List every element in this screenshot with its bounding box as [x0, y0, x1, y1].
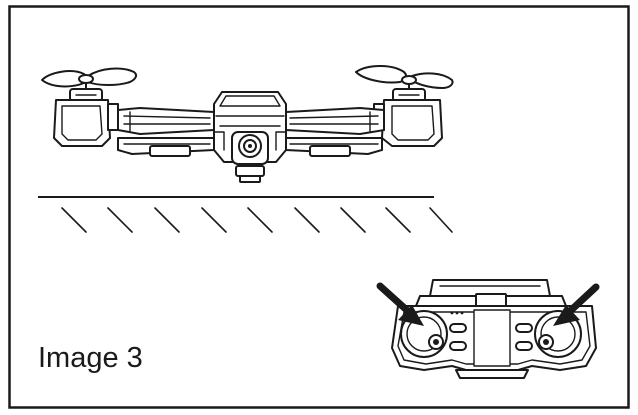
right-propeller — [355, 65, 454, 91]
remote-controller-illustration — [376, 279, 600, 379]
left-button-bottom — [449, 341, 467, 351]
figure-caption: Image 3 — [38, 342, 143, 374]
right-button-bottom — [515, 341, 533, 351]
arrow-icon — [553, 283, 600, 326]
left-motor — [53, 88, 119, 147]
right-button-top — [515, 323, 533, 333]
left-arm — [117, 107, 215, 157]
drone-illustration — [41, 65, 454, 183]
left-button-top — [449, 323, 467, 333]
ground-hatching — [38, 196, 453, 233]
left-propeller — [41, 67, 138, 91]
right-arm — [285, 107, 385, 157]
frame-border — [8, 5, 630, 409]
arrow-icon — [376, 282, 424, 326]
drone-body — [213, 91, 287, 183]
